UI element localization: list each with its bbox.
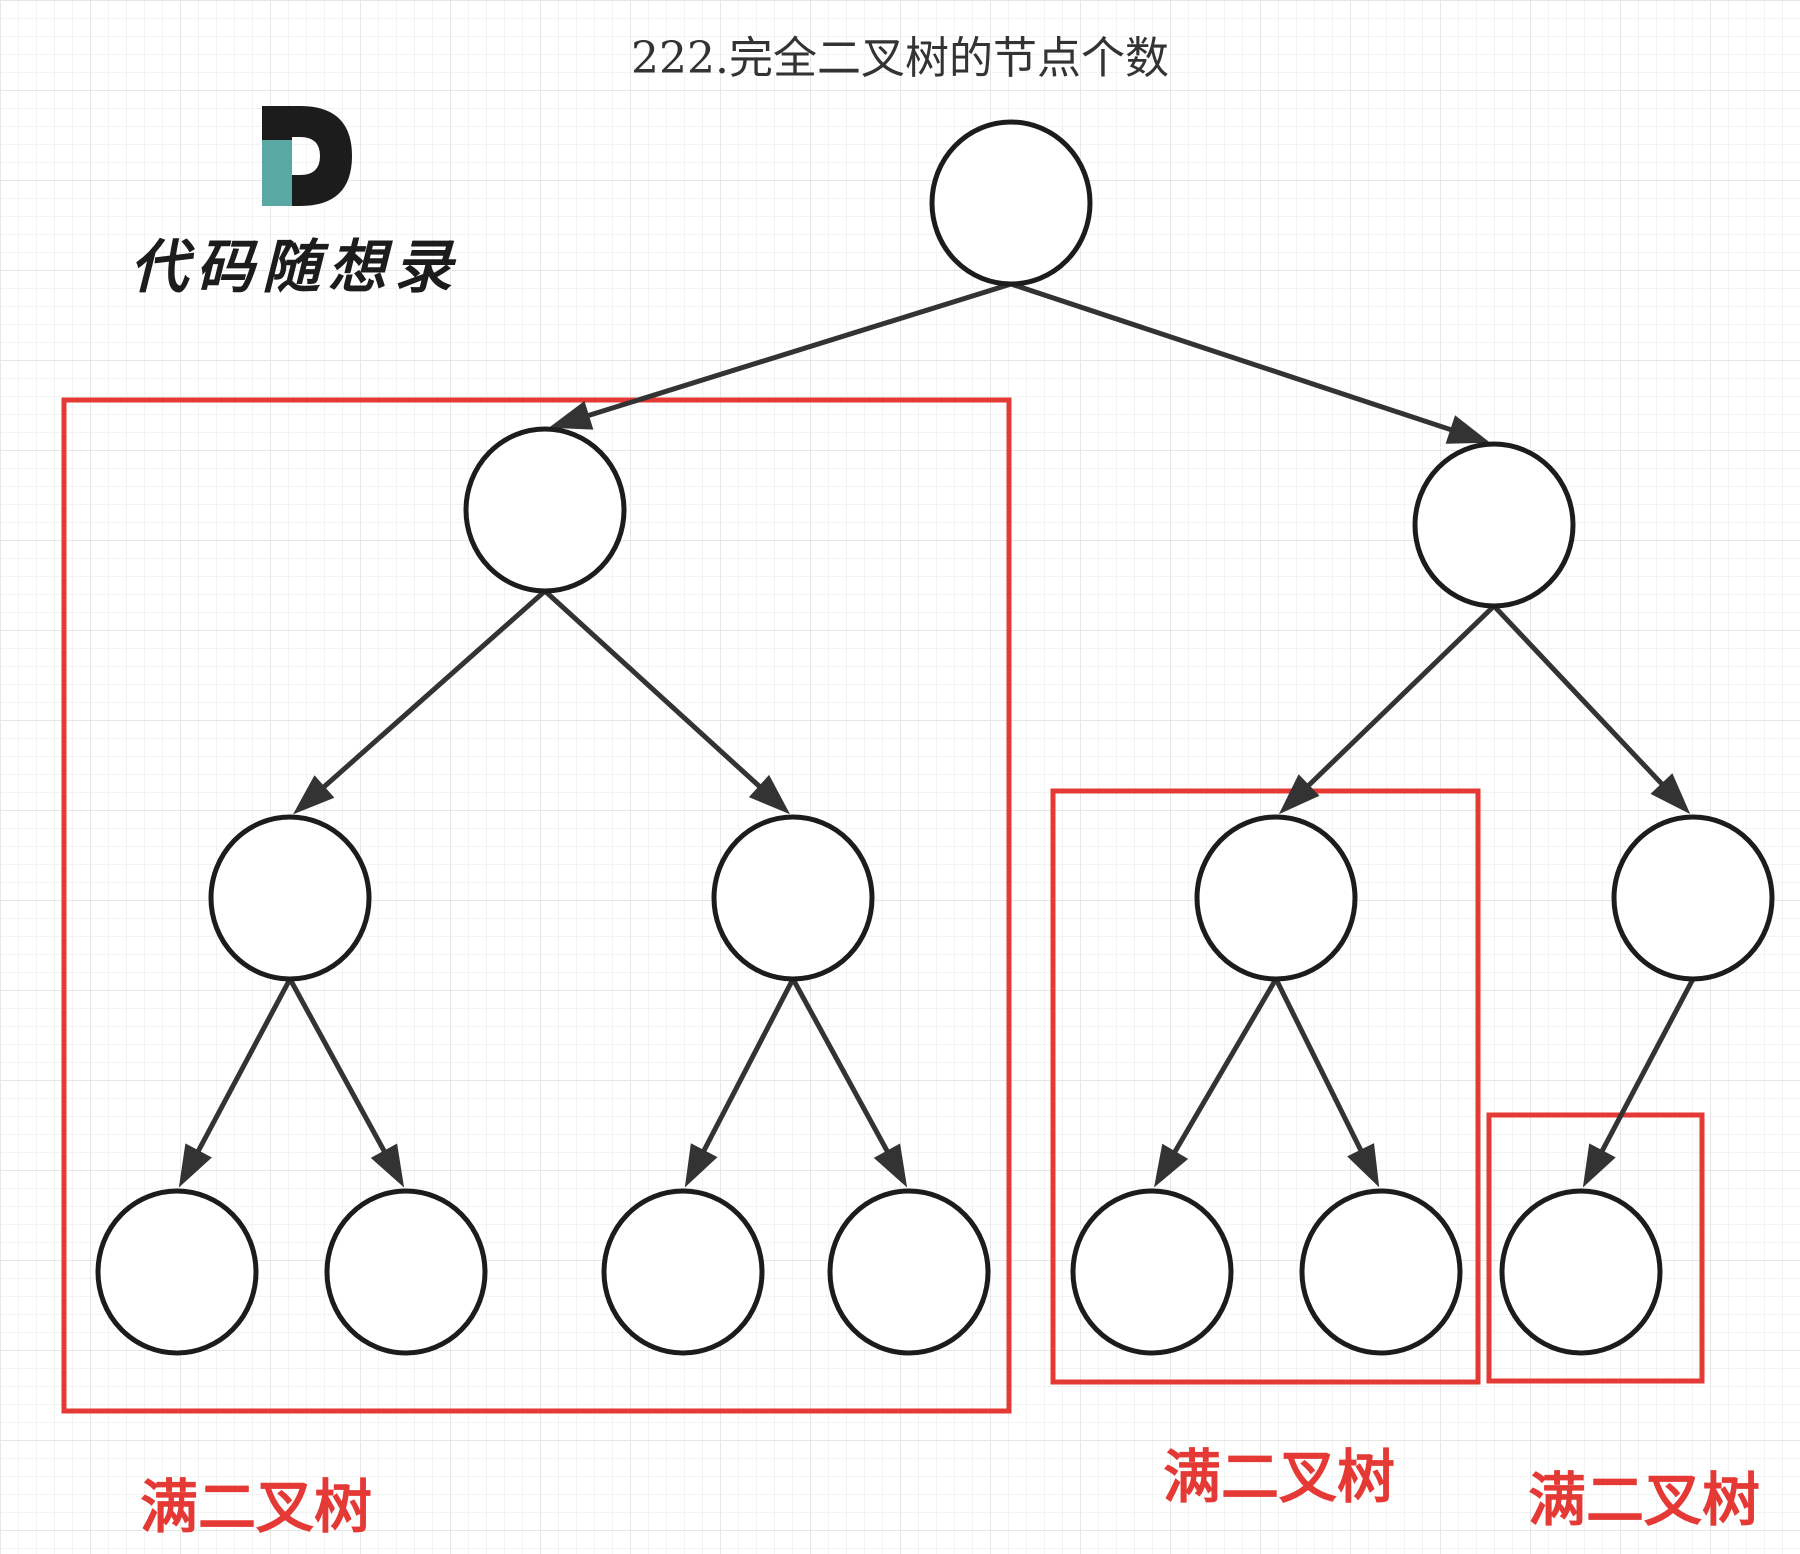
- edge-rl-rll: [1165, 977, 1279, 1165]
- tree-node-rrl: [1499, 1188, 1663, 1356]
- arrowhead-ll-lll: [178, 1143, 212, 1188]
- tree-node-rlr: [1299, 1188, 1463, 1356]
- edge-r-rl: [1297, 604, 1496, 797]
- arrowhead-r-rr: [1650, 773, 1691, 815]
- tree-node-l: [463, 426, 627, 594]
- tree-node-ll: [208, 814, 372, 982]
- full-subtree-box-l: [61, 397, 1012, 1414]
- edge-rl-rlr: [1273, 977, 1370, 1164]
- highlight-label-right: 满二叉树: [1528, 1466, 1761, 1534]
- tree-node-rll: [1070, 1188, 1234, 1356]
- tree-node-r: [1412, 441, 1576, 609]
- arrowhead-lr-lrl: [684, 1143, 718, 1188]
- arrowhead-rl-rll: [1154, 1143, 1189, 1188]
- edge-rr-rrl: [1593, 977, 1696, 1164]
- edge-l-lr: [543, 589, 772, 798]
- edge-r-rr: [1492, 604, 1673, 796]
- tree-node-lr: [711, 814, 875, 982]
- tree-node-lll: [95, 1188, 259, 1356]
- arrowhead-l-lr: [748, 774, 791, 815]
- tree-node-root: [929, 119, 1093, 287]
- diagram-title: 222.完全二叉树的节点个数: [631, 33, 1169, 84]
- tree-node-lrr: [827, 1188, 991, 1356]
- tree-node-llr: [324, 1188, 488, 1356]
- arrowhead-l-ll: [292, 775, 335, 815]
- arrowhead-rr-rrl: [1582, 1143, 1616, 1188]
- arrowhead-root-r: [1445, 415, 1491, 444]
- edge-root-r: [1010, 281, 1465, 437]
- edge-lr-lrr: [790, 977, 896, 1165]
- arrowhead-rl-rlr: [1347, 1143, 1380, 1188]
- highlight-label-left: 满二叉树: [140, 1473, 373, 1541]
- letter-d-logo: [262, 106, 352, 206]
- tree-node-rr: [1611, 814, 1775, 982]
- tree-node-rl: [1194, 814, 1358, 982]
- edge-ll-lll: [189, 977, 293, 1164]
- arrowhead-root-l: [548, 401, 594, 430]
- edge-lr-lrl: [695, 977, 796, 1164]
- edge-l-ll: [312, 589, 547, 798]
- full-subtree-box-rrl: [1486, 1112, 1705, 1384]
- logo-text: 代码随想录: [130, 233, 461, 301]
- arrowhead-lr-lrr: [873, 1143, 908, 1188]
- arrowhead-ll-llr: [370, 1143, 405, 1188]
- highlight-label-middle: 满二叉树: [1163, 1443, 1396, 1511]
- edge-root-l: [574, 281, 1012, 422]
- arrowhead-r-rl: [1278, 774, 1320, 815]
- edge-ll-llr: [287, 977, 393, 1165]
- tree-node-lrl: [601, 1188, 765, 1356]
- full-subtree-box-rl: [1050, 788, 1481, 1385]
